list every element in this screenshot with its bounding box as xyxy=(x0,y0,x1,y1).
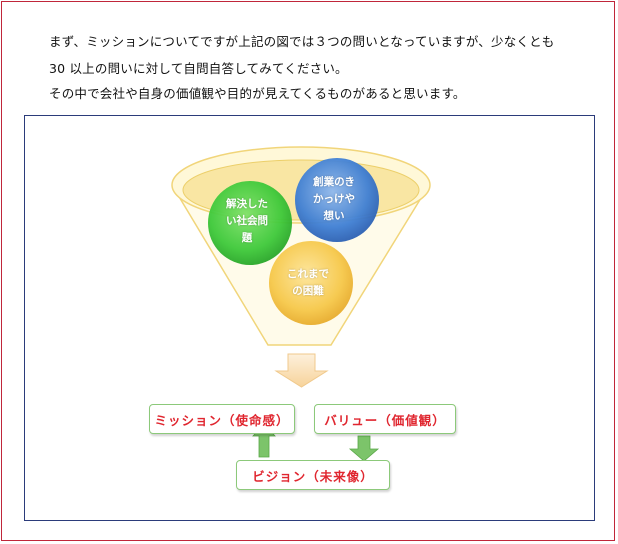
funnel-down-arrow xyxy=(274,353,329,388)
circle-yellow xyxy=(269,241,353,325)
circle-yellow-text: これまで の困難 xyxy=(287,268,329,297)
circle-blue xyxy=(295,158,379,242)
circle-green-text: 解決した い社会問 題 xyxy=(226,198,268,244)
intro-line-1: まず、ミッションについてですが上記の図では３つの問いとなっていますが、少なくとも xyxy=(49,34,555,49)
mission-box: ミッション（使命感） xyxy=(149,404,295,434)
intro-line-3: その中で会社や自身の価値観や目的が見えてくるものがあると思います。 xyxy=(49,86,466,101)
circle-blue-text: 創業のき かっけや 想い xyxy=(313,176,355,222)
circle-green xyxy=(208,181,292,265)
diagram-box: 解決した い社会問 題 創業のき かっけや 想い これまで の困難 ミッション（… xyxy=(24,115,595,521)
down-arrow-green xyxy=(348,435,380,462)
vision-box: ビジョン（未来像） xyxy=(236,460,390,490)
intro-line-2: 30 以上の問いに対して自問自答してみてください。 xyxy=(49,61,348,76)
funnel-diagram xyxy=(171,146,431,462)
value-box: バリュー（価値観） xyxy=(314,404,456,434)
